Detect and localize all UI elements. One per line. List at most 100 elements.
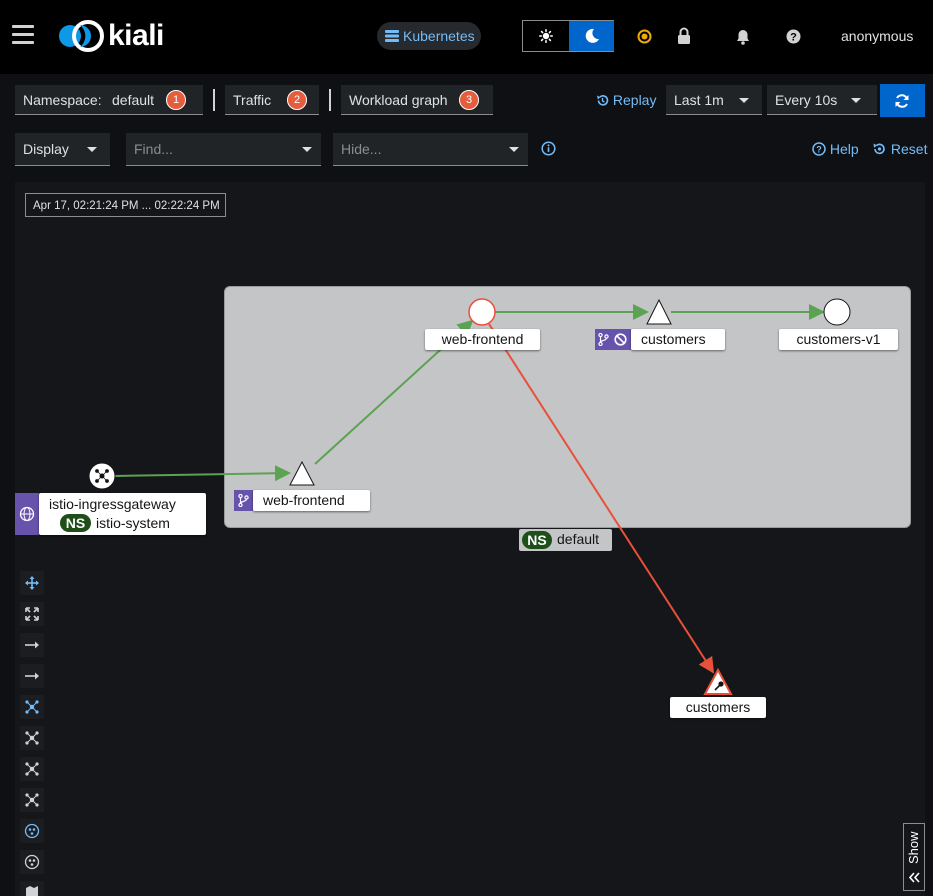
refresh-button[interactable] — [880, 84, 925, 117]
customers-v1-label[interactable]: customers-v1 — [779, 329, 898, 350]
key-icon — [714, 681, 724, 691]
replay-button[interactable]: Replay — [596, 92, 656, 108]
gateway-icon — [95, 469, 109, 483]
namespace-badge: 1 — [166, 90, 186, 110]
caret-down-icon — [509, 147, 519, 152]
caret-down-icon — [851, 98, 861, 103]
layout-grid-button[interactable] — [20, 788, 44, 812]
cluster-pill[interactable]: Kubernetes — [377, 22, 481, 50]
legend-toggle[interactable]: Show — [903, 823, 925, 891]
edge-web-frontend-to-customers-external[interactable] — [488, 323, 715, 674]
sun-icon — [539, 29, 553, 43]
globe-icon — [19, 506, 35, 522]
masthead: kiali Kubernetes — [0, 0, 933, 74]
graph-type-badge: 3 — [459, 90, 479, 110]
status-circle-icon[interactable] — [637, 29, 652, 44]
web-frontend-service-name: web-frontend — [263, 492, 345, 508]
traffic-label: Traffic — [233, 92, 272, 108]
traffic-badge: 2 — [287, 90, 307, 110]
hide-placeholder: Hide... — [341, 141, 382, 157]
ingress-gateway-name: istio-ingressgateway — [49, 496, 176, 512]
double-angle-left-icon — [909, 872, 920, 883]
namespace-layout-2-button[interactable] — [20, 850, 44, 874]
reset-link[interactable]: Reset — [872, 141, 927, 157]
layout-cola-icon — [25, 762, 39, 776]
fit-button[interactable] — [20, 602, 44, 626]
help-icon[interactable]: ? — [786, 29, 801, 44]
graph-canvas[interactable]: Apr 17, 02:21:24 PM ... 02:22:24 PM NS d… — [15, 182, 925, 896]
time-range-label: Apr 17, 02:21:24 PM ... 02:22:24 PM — [25, 193, 226, 217]
customers-service-name: customers — [641, 331, 706, 347]
move-icon — [25, 576, 39, 590]
layout-cose-button[interactable] — [20, 726, 44, 750]
theme-toggle[interactable] — [522, 20, 614, 52]
server-icon — [385, 30, 399, 42]
namespace-box-label: NS default — [519, 529, 612, 551]
namespace-label: Namespace: — [23, 92, 102, 108]
caret-down-icon — [87, 147, 97, 152]
customers-v1-name: customers-v1 — [796, 331, 881, 347]
refresh-interval-value: Every 10s — [775, 92, 838, 108]
layout-arrow-button[interactable] — [20, 633, 44, 657]
graph-type-dropdown[interactable]: Workload graph 3 — [341, 85, 493, 115]
user-menu[interactable]: anonymous — [841, 28, 914, 44]
kiali-logo-icon[interactable] — [58, 20, 104, 52]
namespace-box-name: default — [557, 531, 600, 547]
code-branch-icon — [238, 494, 249, 507]
ingress-badge — [15, 493, 39, 535]
help-link[interactable]: ? Help — [812, 141, 859, 157]
reset-label: Reset — [890, 141, 928, 157]
web-frontend-workload-label[interactable]: web-frontend — [425, 329, 540, 350]
namespace-layout-button[interactable] — [20, 819, 44, 843]
lock-icon[interactable] — [677, 27, 691, 45]
bell-icon[interactable] — [736, 29, 750, 45]
layout-grid-icon — [25, 793, 39, 807]
hide-input[interactable]: Hide... — [333, 133, 528, 166]
caret-down-icon — [302, 147, 312, 152]
replay-label: Replay — [612, 92, 657, 108]
info-icon[interactable] — [541, 141, 556, 156]
web-frontend-service-node[interactable] — [289, 460, 315, 486]
layout-dagre-button[interactable] — [20, 695, 44, 719]
traffic-dropdown[interactable]: Traffic 2 — [225, 85, 319, 115]
web-frontend-service-label[interactable]: web-frontend — [253, 490, 370, 511]
layout-arrow-icon — [25, 641, 39, 649]
customers-external-node[interactable] — [703, 667, 733, 695]
edge-ingress-to-web-frontend-service[interactable] — [114, 465, 291, 482]
svg-text:?: ? — [790, 32, 797, 44]
brand-name: kiali — [108, 19, 164, 52]
find-placeholder: Find... — [134, 141, 173, 157]
dark-theme-button[interactable] — [569, 21, 614, 51]
ingress-gateway-label[interactable]: istio-ingressgateway NS istio-system — [39, 493, 206, 535]
duration-dropdown[interactable]: Last 1m — [666, 85, 762, 115]
namespace-layout-icon — [24, 823, 40, 839]
hamburger-icon[interactable] — [12, 25, 34, 45]
legend-map-button[interactable] — [20, 881, 44, 896]
caret-down-icon — [739, 98, 749, 103]
customers-service-node[interactable] — [646, 298, 672, 325]
find-input[interactable]: Find... — [126, 133, 321, 166]
namespace-box[interactable] — [224, 286, 911, 528]
layout-arrow-2-button[interactable] — [20, 664, 44, 688]
refresh-interval-dropdown[interactable]: Every 10s — [767, 85, 877, 115]
virtual-service-badge — [234, 490, 253, 511]
sync-icon — [895, 94, 909, 108]
ns-badge: NS — [522, 531, 552, 549]
ban-icon — [614, 333, 627, 346]
customers-external-label[interactable]: customers — [670, 697, 766, 718]
web-frontend-workload-node[interactable] — [468, 298, 496, 326]
customers-v1-node[interactable] — [823, 298, 851, 326]
layout-arrow-2-icon — [25, 672, 39, 680]
graph-type-label: Workload graph — [349, 92, 448, 108]
namespace-dropdown[interactable]: Namespace: default 1 — [15, 85, 203, 115]
pan-button[interactable] — [20, 571, 44, 595]
separator — [329, 89, 331, 111]
customers-external-name: customers — [685, 699, 751, 715]
display-dropdown[interactable]: Display — [15, 133, 110, 166]
light-theme-button[interactable] — [523, 21, 569, 51]
fit-icon — [25, 607, 39, 621]
cluster-label: Kubernetes — [403, 28, 475, 44]
help-label: Help — [829, 141, 859, 157]
layout-cola-button[interactable] — [20, 757, 44, 781]
customers-service-label[interactable]: customers — [631, 329, 725, 350]
